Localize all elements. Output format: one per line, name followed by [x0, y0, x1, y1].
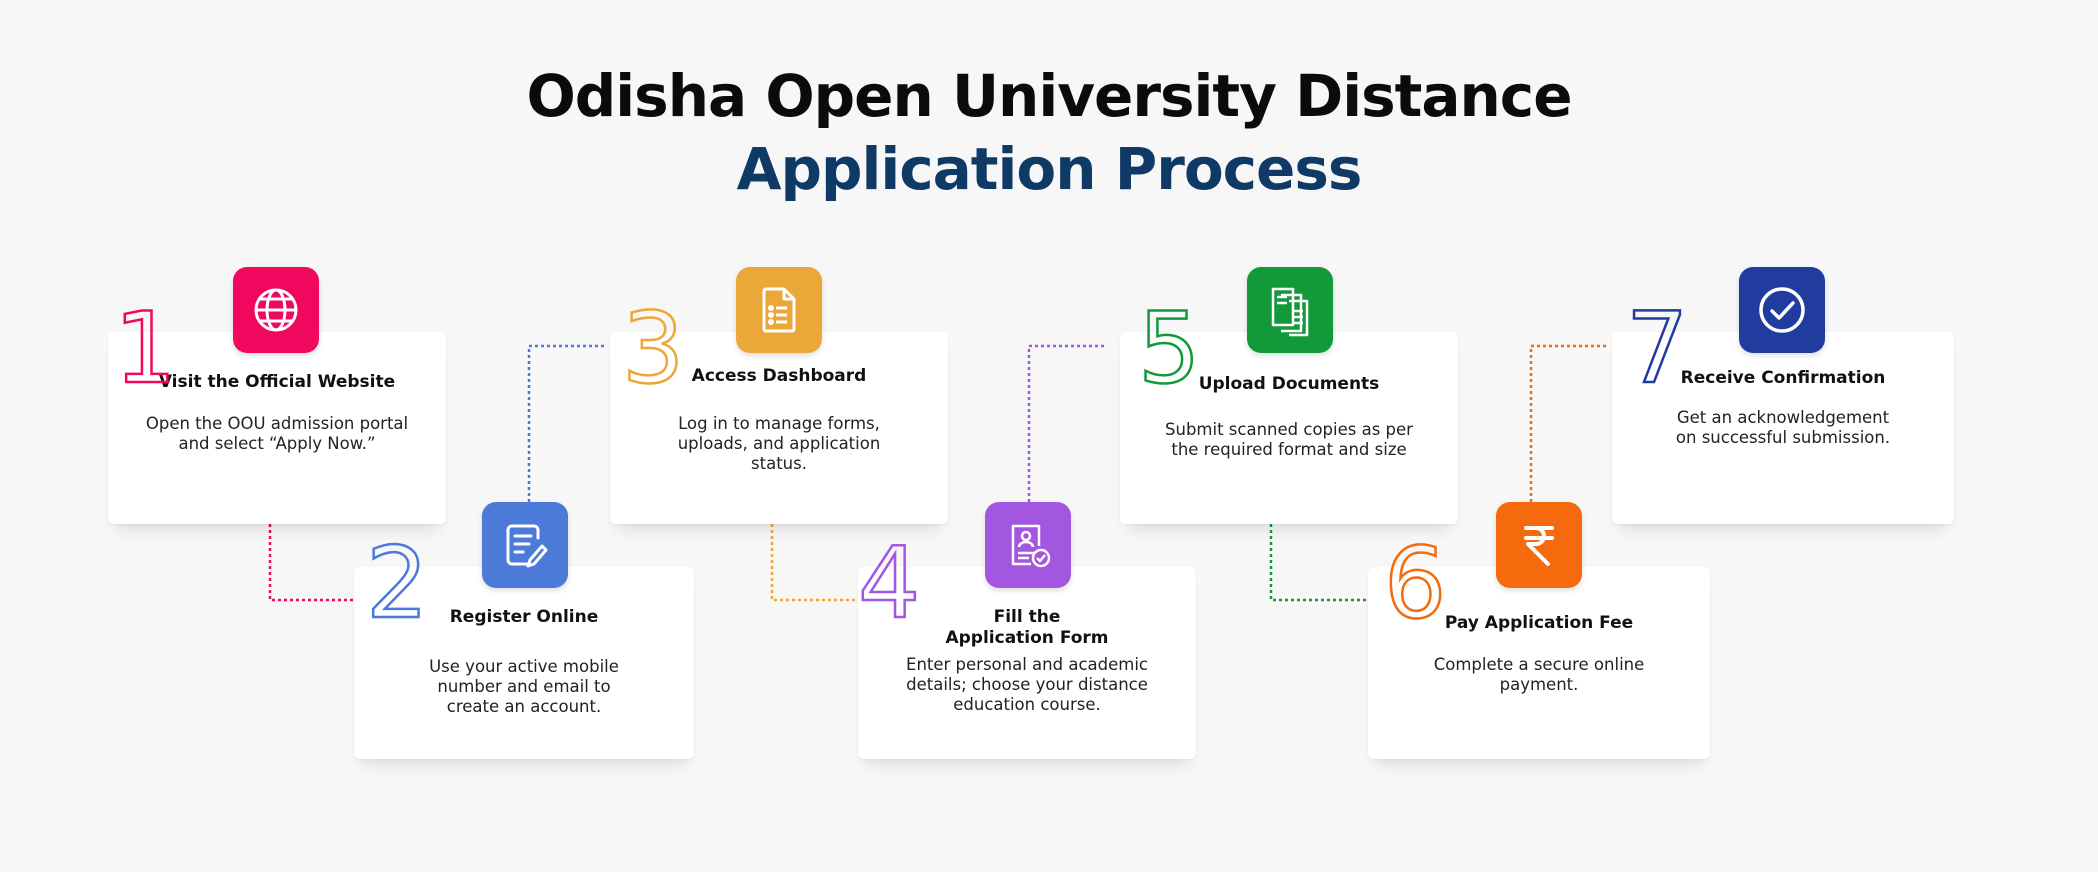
- step-description: Submit scanned copies as per the require…: [1165, 420, 1413, 459]
- step-heading: Fill the Application Form: [945, 607, 1109, 648]
- step-card-4: Fill the Application Form Enter personal…: [858, 567, 1196, 759]
- step-description: Complete a secure online payment.: [1433, 655, 1645, 694]
- step-card-5: Upload Documents Submit scanned copies a…: [1120, 332, 1458, 524]
- step-number-7: 7: [1625, 292, 1690, 406]
- step-card-7: Receive Confirmation Get an acknowledgem…: [1612, 332, 1954, 524]
- step-heading: Receive Confirmation: [1680, 368, 1886, 388]
- step-number-6: 6: [1383, 527, 1448, 641]
- step-number-3: 3: [621, 292, 686, 406]
- page-title-line-2: Application Process: [736, 135, 1363, 203]
- document-list-icon: [762, 287, 796, 333]
- step-card-2: Register Online Use your active mobile n…: [354, 567, 694, 759]
- form-check-icon: [1011, 524, 1051, 568]
- rupee-icon: [1524, 526, 1554, 566]
- step-number-1: 1: [113, 292, 178, 406]
- step-icon-6: [1496, 502, 1582, 588]
- step-card-6: Pay Application Fee Complete a secure on…: [1368, 567, 1710, 759]
- step-number-4: 4: [857, 527, 922, 641]
- edit-document-icon: [506, 524, 548, 568]
- step-icon-4: [985, 502, 1071, 588]
- step-heading: Access Dashboard: [691, 366, 867, 386]
- globe-icon: [254, 288, 298, 332]
- step-number-2: 2: [365, 527, 430, 641]
- step-icon-7: [1739, 267, 1825, 353]
- check-circle-icon: [1759, 287, 1805, 333]
- step-heading: Pay Application Fee: [1444, 613, 1634, 633]
- step-icon-2: [482, 502, 568, 588]
- step-icon-3: [736, 267, 822, 353]
- step-description: Use your active mobile number and email …: [429, 657, 619, 716]
- step-heading: Register Online: [449, 607, 599, 627]
- connector-4-5: [1027, 344, 1106, 502]
- connector-3-4: [770, 524, 855, 602]
- step-description: Get an acknowledgement on successful sub…: [1675, 408, 1891, 447]
- step-heading: Upload Documents: [1198, 374, 1380, 394]
- step-description: Open the OOU admission portal and select…: [145, 414, 409, 453]
- step-description: Enter personal and academic details; cho…: [906, 655, 1148, 714]
- page-title-line-1: Odisha Open University Distance: [526, 62, 1572, 130]
- connector-5-6: [1269, 524, 1366, 602]
- documents-stack-icon: [1271, 287, 1309, 337]
- connector-2-3: [527, 344, 606, 502]
- step-card-1: Visit the Official Website Open the OOU …: [108, 332, 446, 524]
- step-icon-5: [1247, 267, 1333, 353]
- connector-1-2: [268, 524, 354, 602]
- step-card-3: Access Dashboard Log in to manage forms,…: [610, 332, 948, 524]
- step-icon-1: [233, 267, 319, 353]
- step-description: Log in to manage forms, uploads, and app…: [677, 414, 881, 473]
- step-heading: Visit the Official Website: [158, 372, 396, 392]
- connector-6-7: [1529, 344, 1608, 502]
- step-number-5: 5: [1137, 292, 1202, 406]
